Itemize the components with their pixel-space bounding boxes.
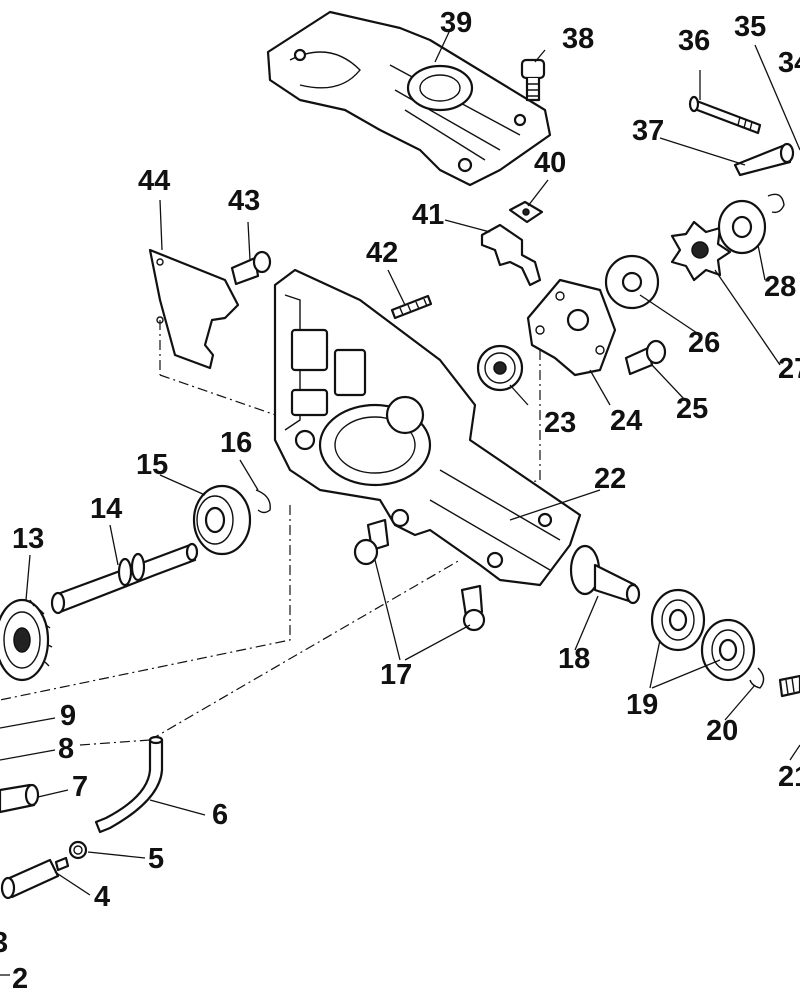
part-40-square-nut <box>508 200 544 224</box>
callout-7: 7 <box>72 771 88 803</box>
part-23-pulley <box>476 344 524 392</box>
callout-36: 36 <box>678 25 710 57</box>
callout-2: 2 <box>12 963 28 995</box>
part-16-circlip <box>255 489 271 514</box>
part-7-fitting <box>0 783 40 814</box>
callout-34: 34 <box>778 47 800 79</box>
callout-14: 14 <box>90 493 122 525</box>
part-37-pin <box>733 142 795 177</box>
part-19-bearings <box>650 588 756 682</box>
callout-23: 23 <box>544 407 576 439</box>
callout-3: 3 <box>0 927 8 959</box>
part-27-sprocket <box>670 220 732 282</box>
part-21-stud <box>778 674 800 698</box>
callout-labels: 39 38 36 35 34 37 40 41 44 43 42 28 26 2… <box>0 7 800 995</box>
part-36-long-bolt <box>688 95 762 135</box>
callout-38: 38 <box>562 23 594 55</box>
callout-6: 6 <box>212 799 228 831</box>
part-24-oil-pump <box>526 278 617 377</box>
callout-16: 16 <box>220 427 252 459</box>
part-6-oil-hose <box>94 735 164 834</box>
leader-lines <box>0 29 800 976</box>
callout-39: 39 <box>440 7 472 39</box>
callout-27: 27 <box>778 353 800 385</box>
callout-40: 40 <box>534 147 566 179</box>
part-4-pin <box>0 856 70 900</box>
part-22-gear-case <box>273 268 582 587</box>
callout-41: 41 <box>412 199 444 231</box>
part-26-washer <box>604 254 660 310</box>
callout-26: 26 <box>688 327 720 359</box>
callout-8: 8 <box>58 733 74 765</box>
callout-20: 20 <box>706 715 738 747</box>
callout-19: 19 <box>626 689 658 721</box>
callout-37: 37 <box>632 115 664 147</box>
part-18-gear-shaft <box>569 544 641 605</box>
part-15-bearing <box>192 484 252 556</box>
callout-24: 24 <box>610 405 642 437</box>
callout-15: 15 <box>136 449 168 481</box>
part-42-stud <box>390 294 433 320</box>
part-25-screw <box>624 339 667 376</box>
part-41-bracket <box>480 223 542 287</box>
part-44-cover-plate <box>148 248 240 370</box>
part-28-washer <box>717 199 767 255</box>
part-13-gear <box>0 598 53 682</box>
callout-42: 42 <box>366 237 398 269</box>
callout-35: 35 <box>734 11 766 43</box>
part-17-screws <box>353 518 486 632</box>
callout-21: 21 <box>778 761 800 793</box>
part-39-upper-housing <box>266 10 552 187</box>
part-clip-ring <box>767 193 785 214</box>
callout-5: 5 <box>148 843 164 875</box>
part-20-circlip <box>749 667 765 689</box>
callout-22: 22 <box>594 463 626 495</box>
part-38-screw <box>520 58 546 102</box>
callout-44: 44 <box>138 165 170 197</box>
callout-28: 28 <box>764 271 796 303</box>
callout-4: 4 <box>94 881 110 913</box>
callout-13: 13 <box>12 523 44 555</box>
part-5-o-ring <box>68 840 88 860</box>
callout-9: 9 <box>60 700 76 732</box>
part-14-shaft <box>50 542 199 615</box>
callout-25: 25 <box>676 393 708 425</box>
callout-17: 17 <box>380 659 412 691</box>
part-43-bolt <box>230 250 272 286</box>
callout-18: 18 <box>558 643 590 675</box>
callout-43: 43 <box>228 185 260 217</box>
